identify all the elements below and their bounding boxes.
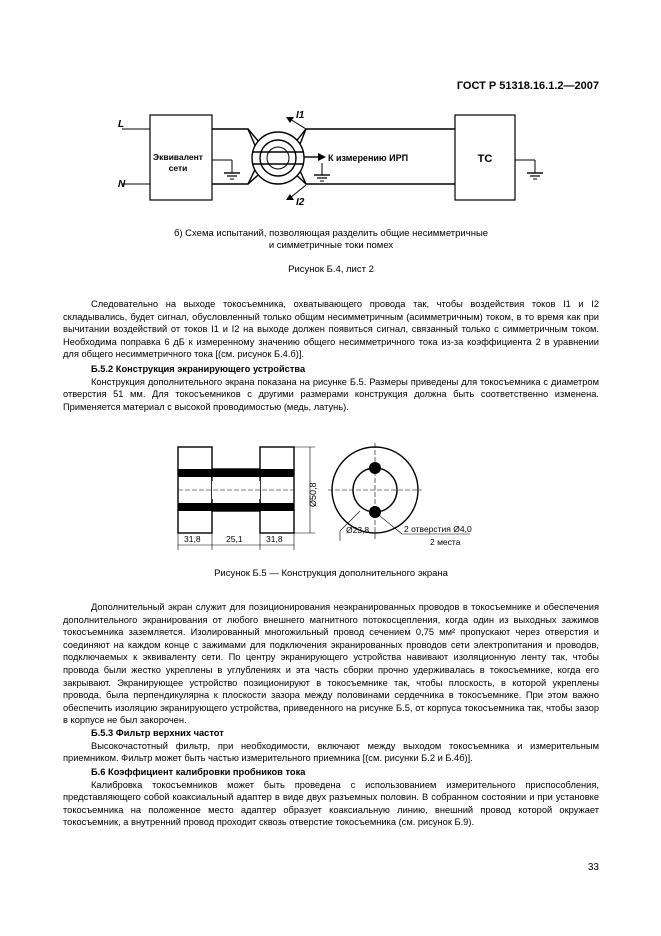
current-i1-label: I1 <box>296 110 305 121</box>
height-dimension: Ø50,8 <box>308 482 318 507</box>
section-b52-title: Б.5.2 Конструкция экранирующего устройст… <box>91 364 306 374</box>
dimension-left: 31,8 <box>184 534 201 544</box>
figure-b4-caption-line1: б) Схема испытаний, позволяющая разделит… <box>173 228 489 239</box>
paragraph-1-text: Следовательно на выходе токосъемника, ох… <box>63 299 599 360</box>
places-label: 2 места <box>430 537 461 547</box>
paragraph-2-text: Дополнительный экран служит для позицион… <box>63 602 599 726</box>
test-circuit-diagram: L N I1 I2 К измерению ИРП ТС <box>118 110 543 208</box>
network-equivalent-box <box>149 114 213 201</box>
section-b52-text: Конструкция дополнительного экрана показ… <box>63 376 599 412</box>
figure-b5-title: Рисунок Б.5 — Конструкция дополнительног… <box>214 568 448 579</box>
document-header: ГОСТ Р 51318.16.1.2—2007 <box>456 80 599 92</box>
line-l-label: L <box>118 119 124 130</box>
paragraph-2: Дополнительный экран служит для позицион… <box>63 601 599 727</box>
figure-b4-caption-line2: и симметричные токи помех <box>268 240 394 251</box>
measurement-label: К измерению ИРП <box>328 153 408 163</box>
section-b6-text: Калибровка токосъемников может быть пров… <box>63 779 599 828</box>
shield-construction-drawing: Ø50,8 31,8 25,1 31,8 Ø23,8 2 отверстия Ø… <box>177 443 472 550</box>
figure-b4-title: Рисунок Б.4, лист 2 <box>288 264 374 275</box>
section-b53: Б.5.3 Фильтр верхних частот Высокочастот… <box>63 727 599 765</box>
paragraph-1: Следовательно на выходе токосъемника, ох… <box>63 298 599 361</box>
network-equivalent-label: Эквивалент сети <box>153 152 203 173</box>
current-i2-label: I2 <box>296 197 305 208</box>
section-b6-title: Б.6 Коэффициент калибровки пробников ток… <box>91 767 306 777</box>
page-number: 33 <box>587 862 599 873</box>
section-b53-text: Высокочастотный фильтр, при необходимост… <box>63 740 599 764</box>
holes-dimension: 2 отверстия Ø4,0 <box>404 524 472 534</box>
dimension-middle: 25,1 <box>226 534 243 544</box>
section-b53-title: Б.5.3 Фильтр верхних частот <box>91 728 224 738</box>
line-n-label: N <box>118 179 126 190</box>
dimension-right: 31,8 <box>266 534 283 544</box>
inner-diameter-dimension: Ø23,8 <box>346 525 369 535</box>
equipment-under-test-box <box>454 114 516 201</box>
section-b52: Б.5.2 Конструкция экранирующего устройст… <box>63 363 599 413</box>
tc-label: ТС <box>478 153 493 165</box>
section-b6: Б.6 Коэффициент калибровки пробников ток… <box>63 766 599 829</box>
